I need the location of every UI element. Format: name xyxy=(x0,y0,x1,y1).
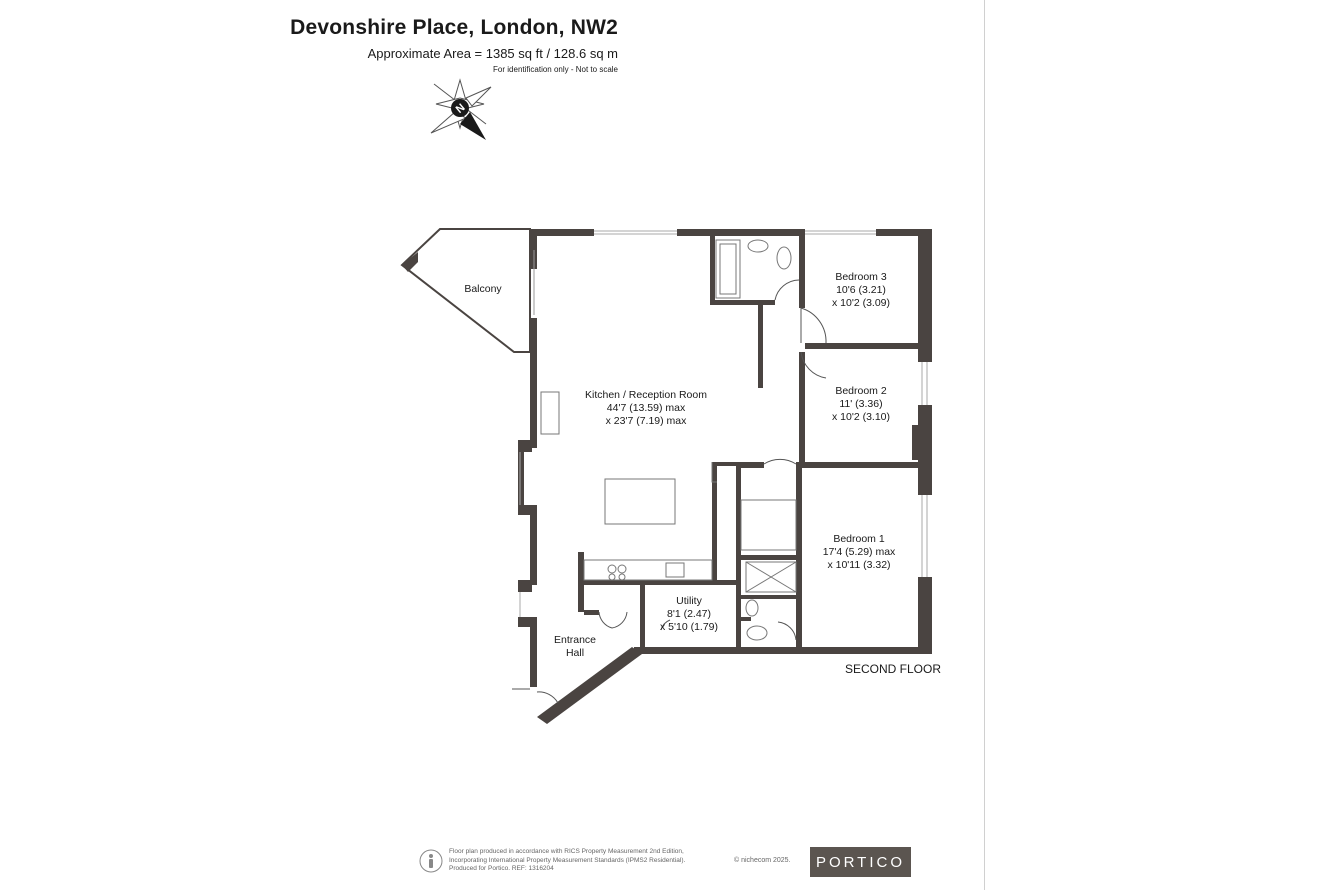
hob-icon xyxy=(607,564,617,574)
bedroom2-dim1: 11' (3.36) xyxy=(839,398,882,410)
bathtub-icon xyxy=(715,239,741,299)
floor-plan: N xyxy=(400,78,941,724)
bedroom1-dim1: 17'4 (5.29) max xyxy=(823,546,896,558)
footer-line2: Incorporating International Property Mea… xyxy=(449,856,686,864)
utility-dim2: x 5'10 (1.79) xyxy=(660,621,718,633)
fireplace-icon xyxy=(540,391,560,435)
bedroom3-name: Bedroom 3 xyxy=(835,271,887,283)
footer-line3: Produced for Portico. REF: 1316204 xyxy=(449,865,554,873)
kitchen-dim1: 44'7 (13.59) max xyxy=(607,402,686,414)
bedroom2-dim2: x 10'2 (3.10) xyxy=(832,411,890,423)
copyright: © nichecom 2025. xyxy=(734,857,791,864)
footer-text: Floor plan produced in accordance with R… xyxy=(449,848,685,874)
person-icon xyxy=(419,849,443,873)
bedroom1-name: Bedroom 1 xyxy=(833,533,885,545)
bedroom2-name: Bedroom 2 xyxy=(835,385,887,397)
bedroom1-dim2: x 10'11 (3.32) xyxy=(827,559,890,571)
toilet-icon xyxy=(776,246,792,270)
kitchen-island-icon xyxy=(604,478,676,525)
kitchen-dim2: x 23'7 (7.19) max xyxy=(606,415,688,427)
walls xyxy=(518,229,932,724)
floor-plan-sheet: Devonshire Place, London, NW2 Approximat… xyxy=(290,0,985,890)
property-title: Devonshire Place, London, NW2 xyxy=(290,16,618,39)
utility-dim1: 8'1 (2.47) xyxy=(667,608,711,620)
header: Devonshire Place, London, NW2 Approximat… xyxy=(290,16,618,74)
windows xyxy=(519,230,928,617)
basin-icon xyxy=(747,239,769,253)
entrance-name1: Entrance xyxy=(554,634,596,646)
balcony-label: Balcony xyxy=(464,283,502,295)
balcony-outline xyxy=(400,228,535,353)
doors xyxy=(512,279,827,704)
approximate-area: Approximate Area = 1385 sq ft / 128.6 sq… xyxy=(367,46,618,61)
shower-icon xyxy=(745,561,797,593)
portico-logo: PORTICO xyxy=(810,847,911,877)
kitchen-name: Kitchen / Reception Room xyxy=(585,389,707,401)
ensuite-toilet-icon xyxy=(746,625,768,641)
compass-icon: N xyxy=(430,78,492,140)
footer-line1: Floor plan produced in accordance with R… xyxy=(449,848,684,855)
sink-icon xyxy=(665,562,685,578)
bedroom3-dim1: 10'6 (3.21) xyxy=(836,284,886,296)
ensuite-basin-icon xyxy=(745,599,759,617)
disclaimer-note: For identification only - Not to scale xyxy=(493,65,618,74)
fixtures xyxy=(540,239,797,641)
floor-label: SECOND FLOOR xyxy=(845,662,941,676)
utility-name: Utility xyxy=(676,595,702,607)
entrance-name2: Hall xyxy=(566,647,584,659)
bedroom3-dim2: x 10'2 (3.09) xyxy=(832,297,890,309)
